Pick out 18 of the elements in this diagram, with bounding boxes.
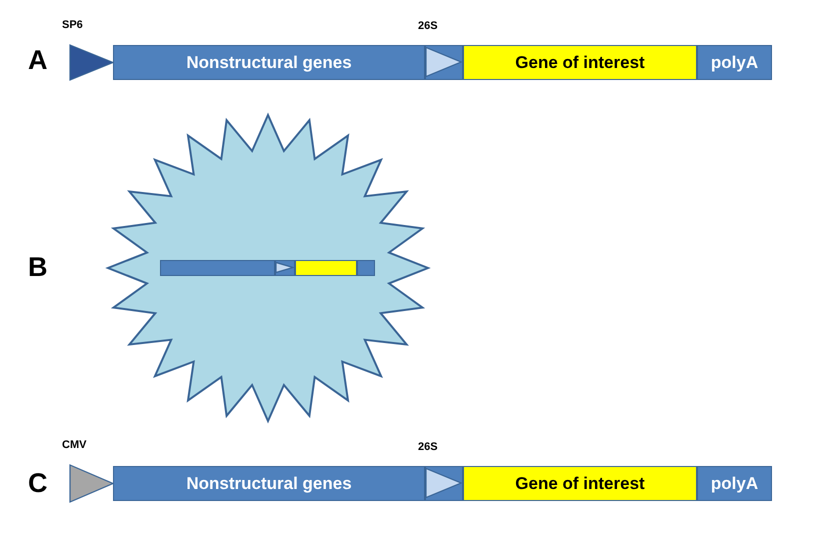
promoter-label: SP6 [62,19,83,31]
gene-segment: Gene of interest [463,466,697,501]
panel-letter: B [28,252,48,283]
panel-letter: A [28,45,48,76]
construct-segment [357,260,375,276]
virus-particle-drawing [106,113,430,423]
gene-segment: polyA [697,45,772,80]
promoter-label: 26S [418,20,438,32]
panel-letter: C [28,468,48,499]
gene-segment: Gene of interest [463,45,697,80]
promoter-label: CMV [62,439,86,451]
construct-segment [160,260,275,276]
gene-segment: polyA [697,466,772,501]
gene-segment: Nonstructural genes [113,466,425,501]
promoter-triangle [275,260,295,276]
construct-segment [295,260,357,276]
gene-segment: Nonstructural genes [113,45,425,80]
promoter-label: 26S [418,441,438,453]
